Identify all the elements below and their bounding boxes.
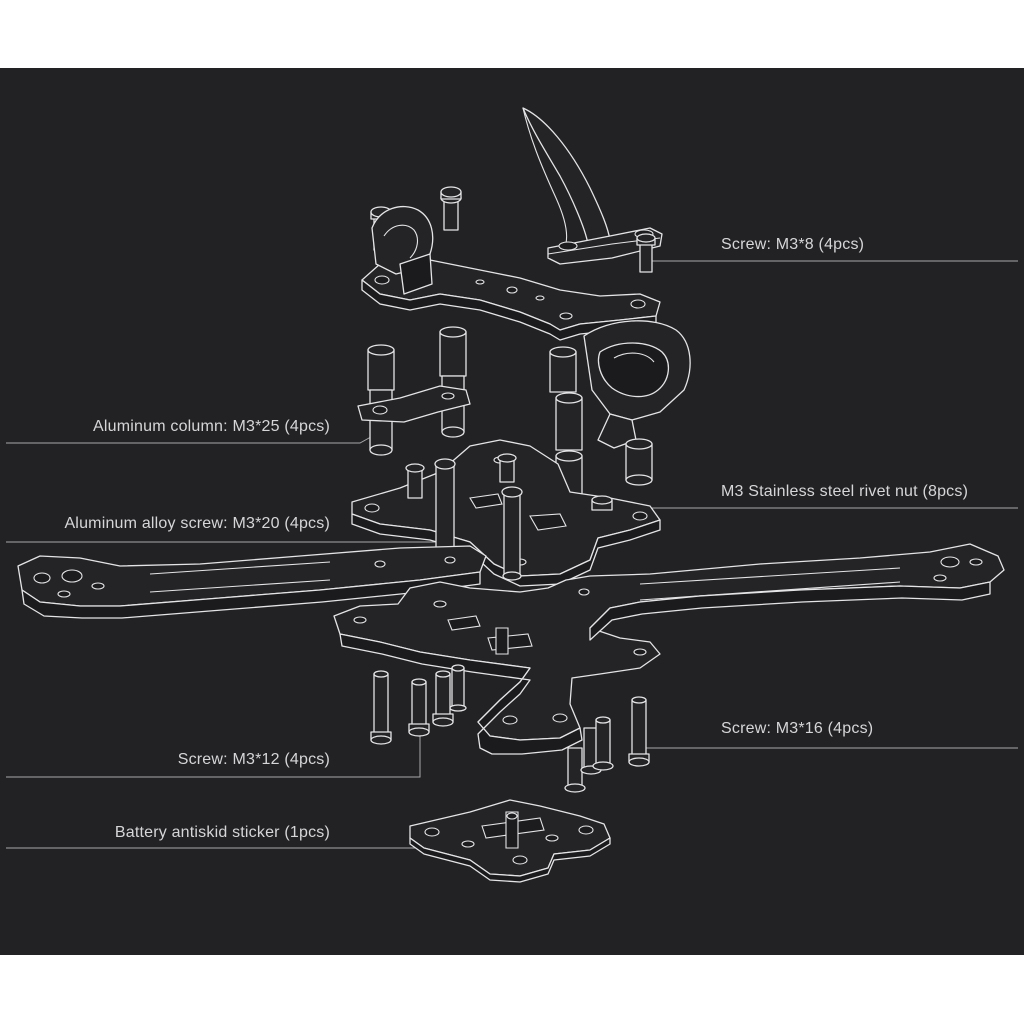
battery-sticker — [409, 799, 611, 883]
exploded-frame-diagram — [6, 107, 1018, 883]
left-arm — [17, 545, 487, 619]
label-aluminum-column: Aluminum column: M3*25 (4pcs) — [93, 418, 330, 435]
screws-m3x16 — [564, 696, 650, 793]
label-rivet-nut: M3 Stainless steel rivet nut (8pcs) — [721, 483, 969, 500]
label-screw-m3x8: Screw: M3*8 (4pcs) — [721, 236, 865, 253]
leader-screw-m3x12 — [6, 718, 421, 778]
label-battery-sticker: Battery antiskid sticker (1pcs) — [114, 824, 330, 841]
alloy-screws-m3x20 — [405, 453, 613, 581]
bottom-plate — [333, 543, 1005, 755]
camera-mount — [583, 320, 691, 486]
top-plate — [361, 205, 661, 341]
label-screw-m3x16: Screw: M3*16 (4pcs) — [721, 720, 874, 737]
diagram-panel: Screw: M3*8 (4pcs) Aluminum column: M3*2… — [0, 68, 1024, 955]
label-aluminum-alloy-screw: Aluminum alloy screw: M3*20 (4pcs) — [64, 515, 330, 532]
screws-m3x12 — [370, 664, 467, 745]
label-screw-m3x12: Screw: M3*12 (4pcs) — [177, 751, 330, 768]
